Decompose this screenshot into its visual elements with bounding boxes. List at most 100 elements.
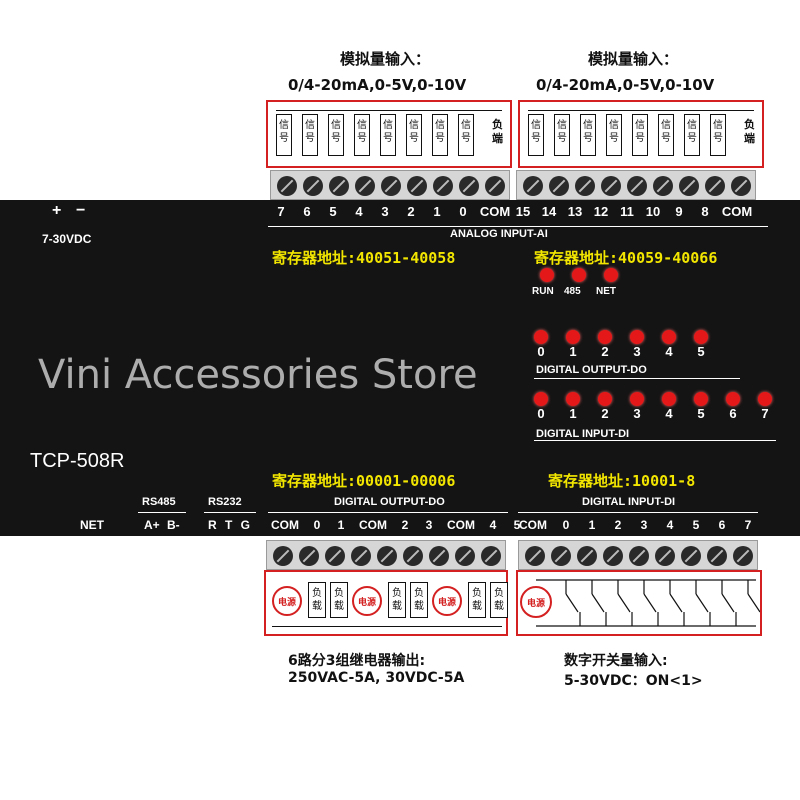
status-led-label: RUN xyxy=(532,286,554,297)
do-terminal-number: COM xyxy=(447,518,475,532)
di-led-number: 7 xyxy=(761,406,769,421)
signal-char-2: 号 xyxy=(461,133,471,144)
power-minus: − xyxy=(76,202,86,219)
signal-element: 信号 xyxy=(606,114,622,156)
load-char-1: 负 xyxy=(334,588,344,599)
load-char-1: 负 xyxy=(494,588,504,599)
signal-char-1: 信 xyxy=(583,120,593,131)
terminal-number: 8 xyxy=(701,204,709,219)
load-char-2: 载 xyxy=(414,601,424,612)
terminal-screw xyxy=(433,176,453,196)
signal-char-2: 号 xyxy=(435,133,445,144)
load-end-char-1: 负 xyxy=(744,118,755,131)
rs485-line xyxy=(138,512,186,513)
signal-char-1: 信 xyxy=(531,120,541,131)
terminal-screw xyxy=(705,176,725,196)
di-terminal-block xyxy=(518,540,758,570)
terminal-screw xyxy=(525,546,545,566)
terminal-number: 1 xyxy=(433,204,441,219)
di-switch-blade xyxy=(617,593,631,613)
terminal-screw xyxy=(407,176,427,196)
di-register: 寄存器地址:10001-8 xyxy=(548,472,696,490)
do-bottom-label: DIGITAL OUTPUT-DO xyxy=(334,496,445,508)
load-end-label: 负端 xyxy=(492,118,503,146)
di-led xyxy=(694,392,708,406)
di-terminal-number: 3 xyxy=(640,518,648,532)
signal-element: 信号 xyxy=(354,114,370,156)
terminal-screw xyxy=(303,176,323,196)
di-switch-blade xyxy=(721,593,735,613)
ai-title-right: 模拟量输入： xyxy=(588,50,679,68)
rs485-pins: A+ B- xyxy=(144,518,180,532)
do-terminal-number: 5 xyxy=(513,518,521,532)
status-led-label: NET xyxy=(596,286,616,297)
do-label-line xyxy=(534,378,740,379)
signal-char-1: 信 xyxy=(383,120,393,131)
relay-power-source: 电源 xyxy=(272,586,302,616)
terminal-number: 7 xyxy=(277,204,285,219)
ai-range-right: 0/4-20mA,0-5V,0-10V xyxy=(536,76,715,94)
do-led-label: DIGITAL OUTPUT-DO xyxy=(536,364,647,376)
signal-char-2: 号 xyxy=(531,133,541,144)
signal-element: 信号 xyxy=(328,114,344,156)
do-led xyxy=(662,330,676,344)
di-power-source xyxy=(520,586,552,618)
relay-power-source: 电源 xyxy=(352,586,382,616)
terminal-screw xyxy=(707,546,727,566)
signal-char-2: 号 xyxy=(279,133,289,144)
do-led-number: 4 xyxy=(665,344,673,359)
signal-char-1: 信 xyxy=(305,120,315,131)
terminal-screw xyxy=(403,546,423,566)
terminal-number: 11 xyxy=(620,204,634,219)
di-switch-blade xyxy=(695,593,709,613)
do-bottom-line xyxy=(268,512,508,513)
load-char-2: 载 xyxy=(312,601,322,612)
terminal-number: 12 xyxy=(593,204,609,219)
terminal-screw xyxy=(273,546,293,566)
relay-load: 负载 xyxy=(468,582,486,618)
terminal-number: 0 xyxy=(459,204,467,219)
rs232-pins: R T G xyxy=(208,518,250,532)
terminal-number: 15 xyxy=(515,204,531,219)
signal-char-2: 号 xyxy=(583,133,593,144)
do-register: 寄存器地址:00001-00006 xyxy=(272,472,456,490)
do-led-number: 2 xyxy=(601,344,609,359)
signal-char-2: 号 xyxy=(357,133,367,144)
load-end-char-2: 端 xyxy=(492,132,503,145)
load-end-char-2: 端 xyxy=(744,132,755,145)
terminal-screw xyxy=(551,546,571,566)
signal-char-1: 信 xyxy=(357,120,367,131)
di-terminal-number: 1 xyxy=(588,518,596,532)
do-led-number: 0 xyxy=(537,344,545,359)
signal-element: 信号 xyxy=(554,114,570,156)
terminal-screw xyxy=(575,176,595,196)
relay-load: 负载 xyxy=(410,582,428,618)
do-led-number: 3 xyxy=(633,344,641,359)
do-terminal-number: 1 xyxy=(337,518,345,532)
terminal-screw xyxy=(603,546,623,566)
power-voltage: 7-30VDC xyxy=(42,232,92,246)
terminal-number: COM xyxy=(721,204,753,219)
terminal-screw xyxy=(655,546,675,566)
terminal-screw xyxy=(455,546,475,566)
relay-desc-2: 250VAC-5A, 30VDC-5A xyxy=(288,670,465,686)
do-led xyxy=(630,330,644,344)
status-led xyxy=(572,268,586,282)
relay-load: 负载 xyxy=(388,582,406,618)
terminal-screw xyxy=(459,176,479,196)
di-led xyxy=(630,392,644,406)
do-led-number: 5 xyxy=(697,344,705,359)
terminal-number: 10 xyxy=(645,204,661,219)
signal-element: 信号 xyxy=(432,114,448,156)
do-terminal-number: COM xyxy=(359,518,387,532)
do-led xyxy=(566,330,580,344)
di-switch-diagram: 电源 xyxy=(520,579,760,627)
status-led xyxy=(540,268,554,282)
signal-char-2: 号 xyxy=(557,133,567,144)
terminal-screw xyxy=(277,176,297,196)
relay-bus-line xyxy=(272,626,502,627)
terminal-screw xyxy=(679,176,699,196)
terminal-screw xyxy=(731,176,751,196)
signal-char-1: 信 xyxy=(687,120,697,131)
rs485-label: RS485 xyxy=(142,496,176,508)
